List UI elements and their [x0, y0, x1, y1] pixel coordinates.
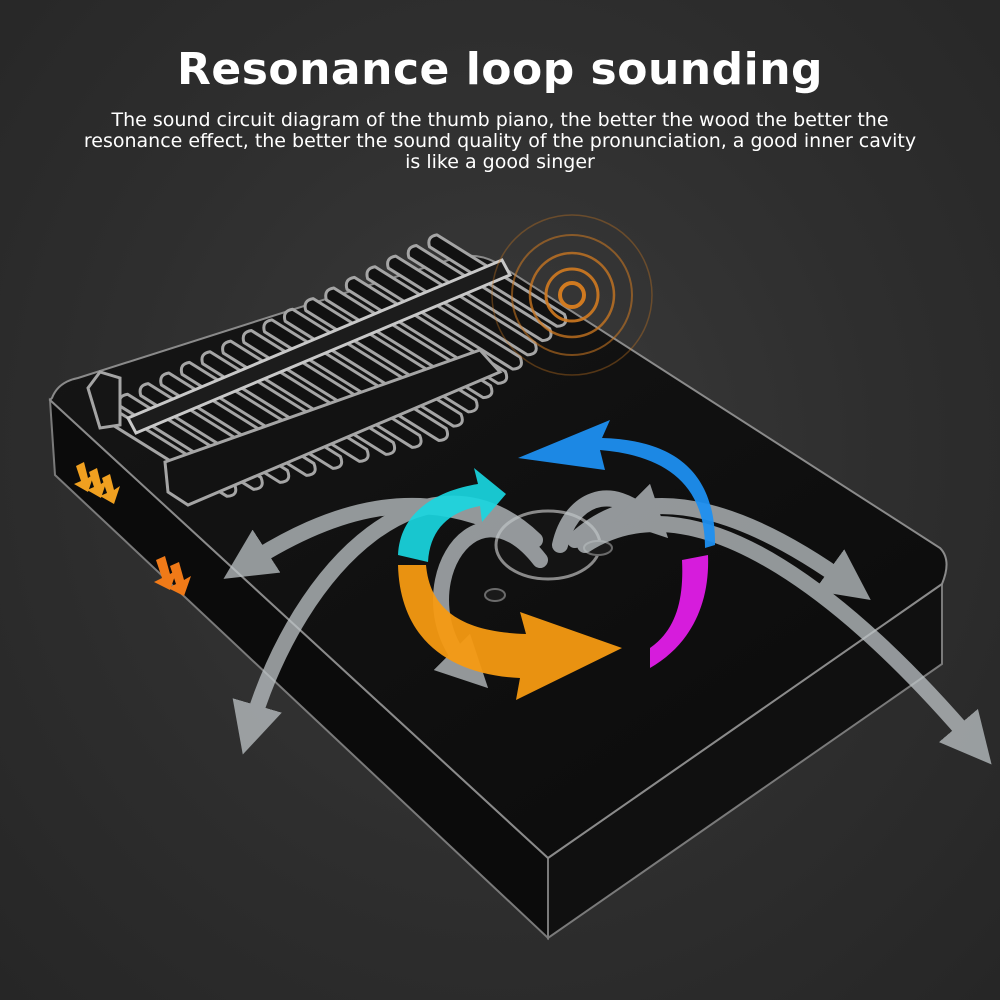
magenta-arrow	[650, 555, 709, 668]
orange-arrow	[398, 565, 622, 700]
upper-bridge-bar	[125, 258, 513, 435]
heat-arrow-icon	[154, 556, 191, 596]
circulation-arrow-icon	[398, 420, 716, 700]
back-hole	[484, 588, 506, 602]
cyan-arrow	[398, 468, 506, 562]
arrow-center-up	[552, 483, 669, 553]
page-subtitle: The sound circuit diagram of the thumb p…	[83, 109, 917, 173]
page-title: Resonance loop sounding	[176, 44, 824, 95]
kalimba-tine	[365, 265, 523, 371]
lower-saddle	[163, 348, 503, 507]
tine-bridge	[86, 258, 513, 507]
back-saddle	[86, 370, 122, 430]
heat-arrow-icon	[74, 462, 120, 504]
sound-wave-icon	[491, 214, 653, 376]
blue-arrow	[518, 420, 716, 548]
